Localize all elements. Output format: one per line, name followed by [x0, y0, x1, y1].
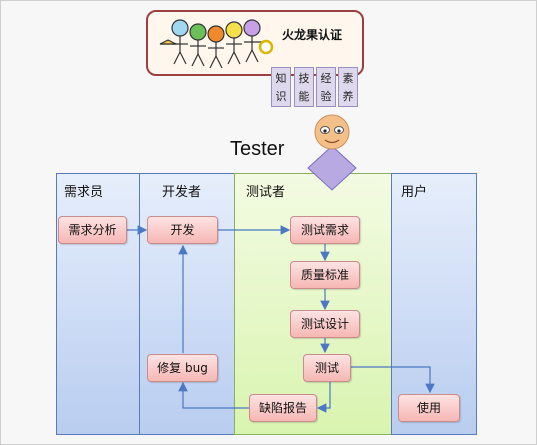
node-test: 测试 — [303, 354, 351, 382]
arrow-defect-to-fix — [178, 381, 249, 409]
tester-body-icon — [307, 145, 357, 191]
lane-title-requirements: 需求员 — [64, 185, 104, 200]
node-quality-standard: 质量标准 — [290, 261, 360, 289]
lane-title-user: 用户 — [401, 185, 428, 200]
arrow-test-to-defect — [316, 381, 331, 413]
quality-knowledge: 知 识 — [271, 67, 291, 107]
banner-title: 火龙果认证 — [282, 28, 343, 42]
node-defect-report: 缺陷报告 — [249, 394, 317, 422]
node-develop: 开发 — [147, 216, 218, 244]
tester-face-icon — [314, 114, 350, 150]
node-requirements-analysis: 需求分析 — [58, 216, 127, 244]
arrow-test-to-use — [351, 366, 435, 394]
quality-literacy: 素 养 — [338, 67, 358, 107]
node-fix-bug: 修复 bug — [147, 354, 218, 382]
lane-title-tester: 测试者 — [246, 185, 286, 200]
ring-icon — [258, 39, 274, 55]
node-test-design: 测试设计 — [290, 310, 360, 338]
lane-title-developer: 开发者 — [162, 185, 202, 200]
tester-label: Tester — [230, 138, 285, 160]
quality-experience: 经 验 — [316, 67, 336, 107]
node-test-requirements: 测试需求 — [290, 216, 360, 244]
flag-icon — [159, 39, 177, 45]
node-use: 使用 — [398, 394, 460, 422]
quality-skill: 技 能 — [294, 67, 314, 107]
